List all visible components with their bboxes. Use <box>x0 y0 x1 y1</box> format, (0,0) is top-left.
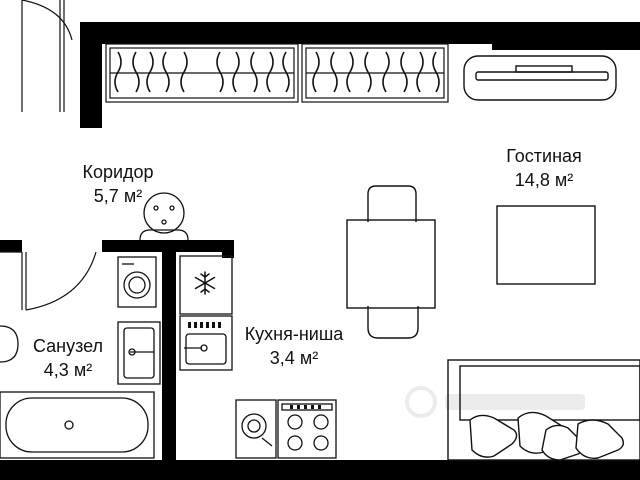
room-area-corridor: 5,7 м² <box>93 186 143 206</box>
entrance-door <box>21 0 73 112</box>
wardrobe-right <box>301 43 449 103</box>
tv-unit <box>463 55 617 101</box>
coffee-table <box>496 205 596 285</box>
room-label-bathroom: Санузел 4,3 м² <box>18 334 118 382</box>
wall-top-right-step <box>492 22 640 50</box>
bathtub <box>0 391 155 459</box>
sofa <box>447 359 640 461</box>
room-label-corridor: Коридор 5,7 м² <box>58 160 178 208</box>
bathroom-sink <box>117 321 161 385</box>
round-table <box>139 192 189 241</box>
wall-left-stub <box>0 240 22 252</box>
washing-machine <box>117 256 157 308</box>
room-area-bathroom: 4,3 м² <box>43 360 93 380</box>
wall-corridor-bottom <box>102 240 234 252</box>
room-label-living-room: Гостиная 14,8 м² <box>484 144 604 192</box>
room-name-bathroom: Санузел <box>32 336 104 356</box>
walls <box>0 22 640 480</box>
room-name-living-room: Гостиная <box>506 146 582 166</box>
room-name-kitchen: Кухня-ниша <box>244 324 344 344</box>
room-label-kitchen: Кухня-ниша 3,4 м² <box>232 322 356 370</box>
watermark-logo <box>405 386 585 418</box>
room-area-living-room: 14,8 м² <box>514 170 574 190</box>
room-name-corridor: Коридор <box>82 162 154 182</box>
bathroom-door <box>0 251 97 311</box>
fridge <box>179 255 233 315</box>
kitchen-sink <box>179 315 233 371</box>
dining-table <box>346 185 436 339</box>
toilet <box>0 325 19 363</box>
wall-bath-kitchen <box>162 252 176 460</box>
dishwasher <box>235 399 277 459</box>
snowflake-icon <box>194 271 216 295</box>
stove <box>277 399 337 459</box>
room-area-kitchen: 3,4 м² <box>269 348 319 368</box>
wardrobe-left <box>105 43 299 103</box>
wall-top-left-pillar <box>80 22 102 128</box>
wall-bottom <box>0 460 640 480</box>
wall-kitchen-stub <box>222 240 234 258</box>
